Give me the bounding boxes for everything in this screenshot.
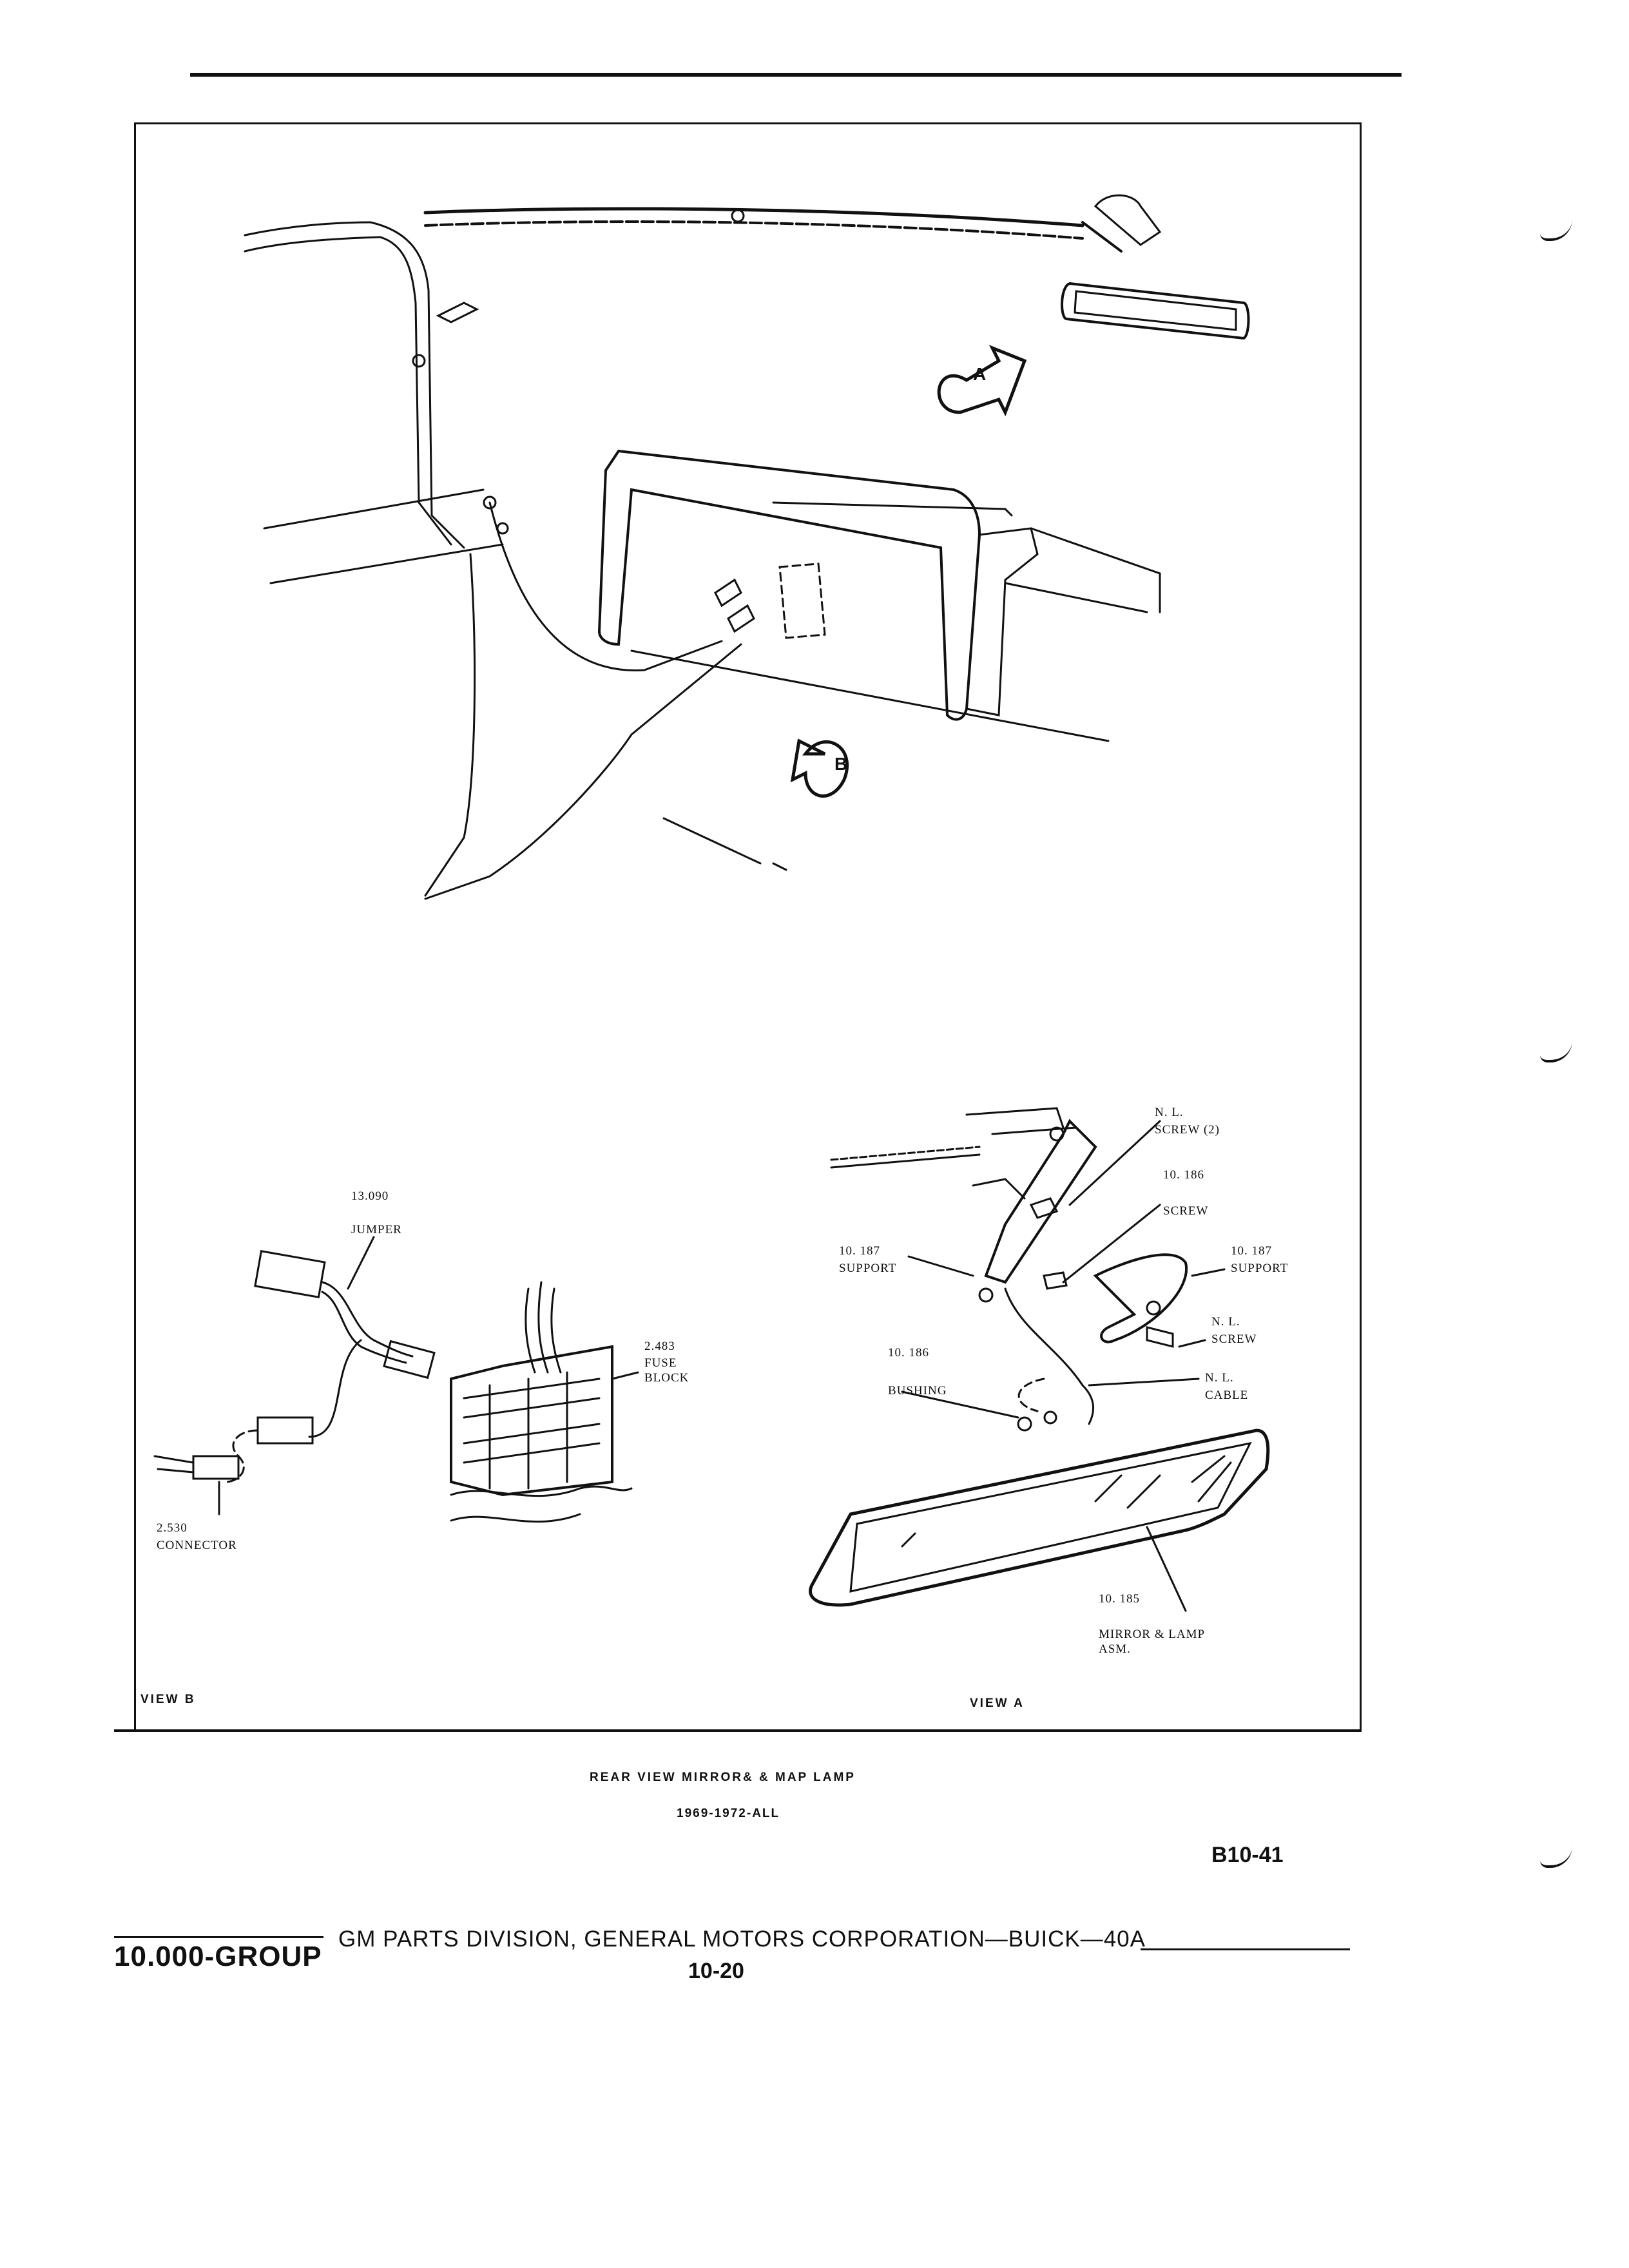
frame-bottom-rule <box>114 1729 1362 1732</box>
division-line: GM PARTS DIVISION, GENERAL MOTORS CORPOR… <box>338 1927 1146 1952</box>
page-id: B10-41 <box>1211 1843 1284 1867</box>
part-number-support-right: 10. 187 <box>1231 1244 1272 1258</box>
part-name-jumper: JUMPER <box>351 1223 402 1236</box>
top-rule <box>190 73 1402 77</box>
footer-right-rule <box>1141 1948 1350 1950</box>
part-number-nl-screw: N. L. <box>1211 1315 1240 1329</box>
part-number-mirror-lamp: 10. 185 <box>1099 1592 1140 1606</box>
part-number-support-left: 10. 187 <box>839 1244 880 1258</box>
part-name-support-left: SUPPORT <box>839 1262 897 1275</box>
part-name-nl-screw-2: SCREW (2) <box>1155 1123 1220 1137</box>
part-name-support-right: SUPPORT <box>1231 1262 1289 1275</box>
part-number-jumper: 13.090 <box>351 1189 389 1203</box>
part-number-nl-cable: N. L. <box>1205 1371 1234 1385</box>
group-label: 10.000-GROUP <box>114 1941 322 1972</box>
part-name-connector: CONNECTOR <box>157 1539 237 1552</box>
binder-tab-mark <box>1540 1846 1572 1868</box>
part-number-fuse-block: 2.483 <box>644 1340 675 1353</box>
part-number-bushing: 10. 186 <box>888 1346 929 1360</box>
part-number-screw: 10. 186 <box>1163 1168 1204 1182</box>
view-a-label: VIEW A <box>970 1696 1025 1710</box>
part-name-screw: SCREW <box>1163 1204 1209 1218</box>
footer-left-rule <box>114 1936 323 1938</box>
binder-tab-mark <box>1540 219 1572 241</box>
view-b-drawing <box>153 1236 639 1523</box>
part-number-nl-screw-2: N. L. <box>1155 1106 1184 1119</box>
figure-title: REAR VIEW MIRROR& & MAP LAMP <box>590 1771 856 1784</box>
view-b-label: VIEW B <box>140 1693 196 1706</box>
part-name-nl-screw: SCREW <box>1211 1332 1257 1346</box>
part-number-connector: 2.530 <box>157 1521 188 1535</box>
view-a-drawing <box>809 1107 1270 1612</box>
page-number: 10-20 <box>688 1959 744 1983</box>
overview-drawing <box>244 194 1250 900</box>
part-name-fuse-block: FUSE BLOCK <box>644 1356 689 1385</box>
part-name-nl-cable: CABLE <box>1205 1389 1249 1402</box>
binder-tab-mark <box>1540 1041 1572 1062</box>
part-name-mirror-lamp: MIRROR & LAMP ASM. <box>1099 1628 1206 1656</box>
view-a-callout: A <box>973 364 987 384</box>
part-name-bushing: BUSHING <box>888 1384 947 1398</box>
view-b-callout: B <box>834 754 848 774</box>
figure-years: 1969-1972-ALL <box>677 1807 780 1820</box>
